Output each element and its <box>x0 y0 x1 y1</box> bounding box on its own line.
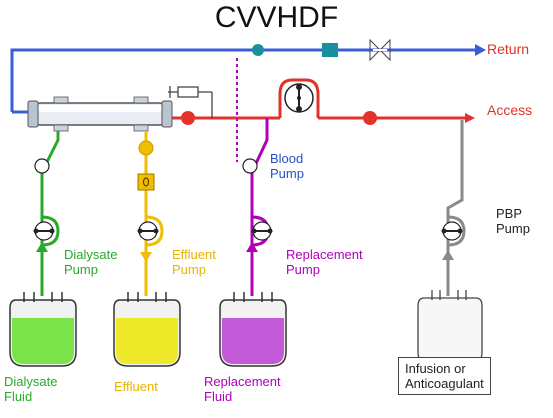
blood-pump-label: Blood Pump <box>270 151 304 181</box>
infusion-bag <box>417 290 483 367</box>
dialysate-fluid-label: Dialysate Fluid <box>4 374 58 404</box>
syringe-icon <box>168 86 213 118</box>
access-line <box>164 78 475 123</box>
blood-leak-detector-icon <box>137 173 155 191</box>
effluent-pump-icon <box>137 215 164 247</box>
dialysate-pump-label: Dialysate Pump <box>64 247 118 277</box>
replacement-pump-icon <box>251 215 273 247</box>
hemofilter <box>27 96 173 132</box>
replacement-bag <box>219 292 287 367</box>
replacement-pump-label: Replacement Pump <box>286 247 363 277</box>
air-detector-icon <box>322 43 338 57</box>
access-connector-dot <box>181 111 195 125</box>
diagram-title: CVVHDF <box>214 1 339 34</box>
infusion-label: Infusion or Anticoagulant <box>398 357 491 395</box>
replacement-line <box>246 118 269 296</box>
return-connector-dot <box>252 44 264 56</box>
effluent-line <box>140 131 152 296</box>
effluent-bag <box>113 292 181 367</box>
pbp-pump-label: PBP Pump <box>496 206 530 236</box>
dialysate-pressure-dot <box>34 158 50 174</box>
replacement-pressure-dot <box>242 158 258 174</box>
pbp-line <box>442 120 464 296</box>
dialysate-pump-icon <box>33 215 60 247</box>
effluent-label: Effluent <box>114 379 158 394</box>
pbp-pump-icon <box>441 215 466 247</box>
dialysate-bag <box>9 292 77 367</box>
blood-pump-icon <box>284 83 314 113</box>
access-label: Access <box>487 102 533 118</box>
return-label: Return <box>487 41 530 57</box>
return-clamp-icon <box>369 38 391 62</box>
dialysate-line <box>36 131 60 296</box>
effluent-pump-label: Effluent Pump <box>172 247 216 277</box>
return-line <box>10 44 486 114</box>
effluent-pressure-dot <box>138 140 154 156</box>
access-pressure-dot <box>363 111 377 125</box>
replacement-fluid-label: Replacement Fluid <box>204 374 281 404</box>
